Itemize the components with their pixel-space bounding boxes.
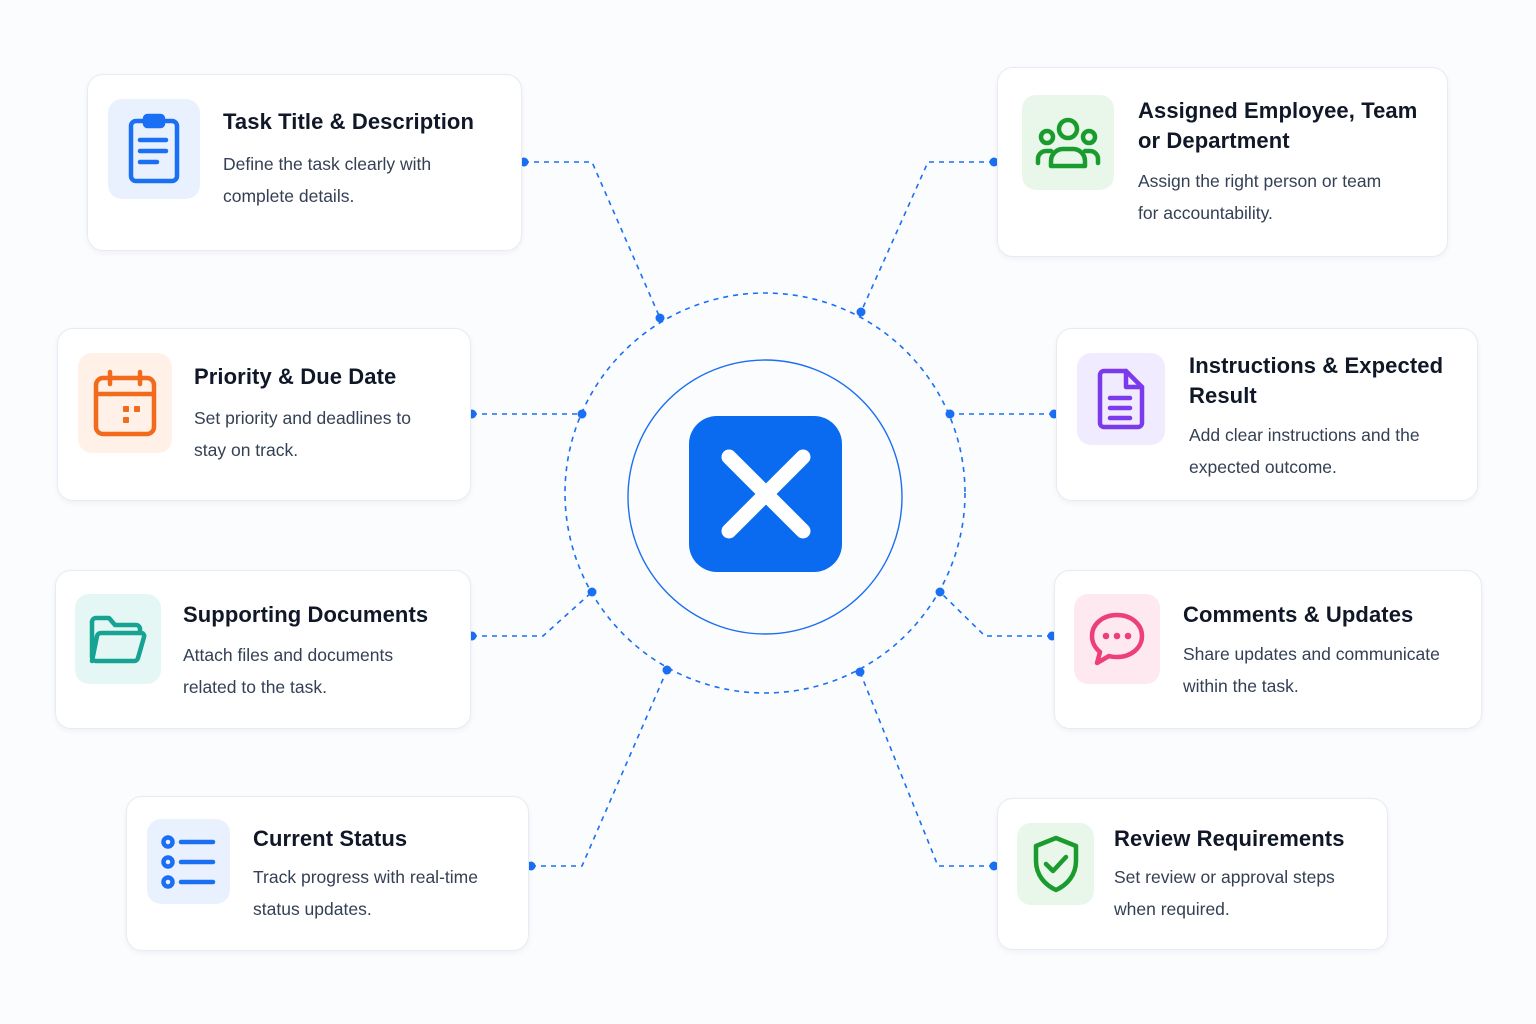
folder-icon xyxy=(89,615,147,664)
icon-tile xyxy=(1022,95,1114,190)
card-title: Comments & Updates xyxy=(1183,602,1414,627)
card-description-line: within the task. xyxy=(1183,676,1299,696)
card-title-line: Result xyxy=(1189,383,1257,408)
card-description-line: for accountability. xyxy=(1138,203,1273,223)
connector-dot xyxy=(935,587,945,597)
card-title: Task Title & Description xyxy=(223,109,474,134)
document-icon xyxy=(1097,368,1145,430)
icon-tile xyxy=(1074,594,1160,684)
icon-tile xyxy=(75,594,161,684)
connector-review xyxy=(859,671,994,867)
clipboard-icon xyxy=(128,113,180,184)
hub-logo xyxy=(689,416,842,572)
connector-dot xyxy=(855,667,865,677)
card-description-line: related to the task. xyxy=(183,677,327,697)
card-description-line: Define the task clearly with xyxy=(223,154,432,174)
connector-dot xyxy=(856,307,866,317)
users-icon xyxy=(1035,117,1101,168)
x-mark-icon xyxy=(721,449,810,539)
connector-dot xyxy=(655,313,665,323)
card-priority[interactable]: Priority & Due Date Set priority and dea… xyxy=(57,328,471,501)
card-title: Current Status xyxy=(253,826,408,851)
card-description-line: Share updates and communicate xyxy=(1183,644,1440,664)
card-assigned[interactable]: Assigned Employee, Team or Department As… xyxy=(997,67,1448,257)
connector-dot xyxy=(989,157,999,167)
card-comments[interactable]: Comments & Updates Share updates and com… xyxy=(1054,570,1482,729)
connector-status xyxy=(531,669,668,867)
icon-tile xyxy=(1077,353,1165,445)
card-title-line: or Department xyxy=(1138,128,1290,153)
icon-tile xyxy=(78,353,172,453)
icon-tile xyxy=(108,99,200,199)
card-title: Supporting Documents xyxy=(183,602,429,627)
shield-check-icon xyxy=(1033,835,1078,893)
connector-dot xyxy=(662,665,672,675)
connector-task-title xyxy=(524,161,661,319)
connector-comments xyxy=(939,591,1052,637)
connector-documents xyxy=(472,591,593,637)
inner-ring xyxy=(627,359,903,635)
card-title: Review Requirements xyxy=(1114,826,1345,851)
card-description-line: when required. xyxy=(1114,899,1230,919)
card-title-line: Assigned Employee, Team xyxy=(1138,98,1418,123)
card-instructions[interactable]: Instructions & Expected Result Add clear… xyxy=(1056,328,1478,501)
chat-icon xyxy=(1089,612,1145,666)
card-title-line: Instructions & Expected xyxy=(1189,353,1444,378)
card-documents[interactable]: Supporting Documents Attach files and do… xyxy=(55,570,471,729)
card-description-line: Assign the right person or team xyxy=(1138,171,1382,191)
card-description-line: complete details. xyxy=(223,186,355,206)
card-description-line: Track progress with real-time xyxy=(253,867,478,887)
connector-dot xyxy=(577,409,587,419)
card-description-line: Set priority and deadlines to xyxy=(194,408,411,428)
calendar-icon xyxy=(93,369,157,437)
card-description-line: stay on track. xyxy=(194,440,299,460)
connector-dot xyxy=(945,409,955,419)
list-icon xyxy=(160,834,215,889)
card-status[interactable]: Current Status Track progress with real-… xyxy=(126,796,529,951)
connector-dot xyxy=(587,587,597,597)
card-title: Priority & Due Date xyxy=(194,364,397,389)
connector-dot xyxy=(989,861,999,871)
connector-assigned xyxy=(860,161,994,313)
icon-tile xyxy=(1017,823,1094,905)
card-task-title[interactable]: Task Title & Description Define the task… xyxy=(87,74,522,251)
card-review[interactable]: Review Requirements Set review or approv… xyxy=(997,798,1388,950)
card-description-line: expected outcome. xyxy=(1189,457,1337,477)
outer-ring xyxy=(564,292,966,694)
card-description-line: Add clear instructions and the xyxy=(1189,425,1420,445)
card-description-line: status updates. xyxy=(253,899,372,919)
card-description-line: Set review or approval steps xyxy=(1114,867,1335,887)
icon-tile xyxy=(147,819,230,904)
card-description-line: Attach files and documents xyxy=(183,645,394,665)
